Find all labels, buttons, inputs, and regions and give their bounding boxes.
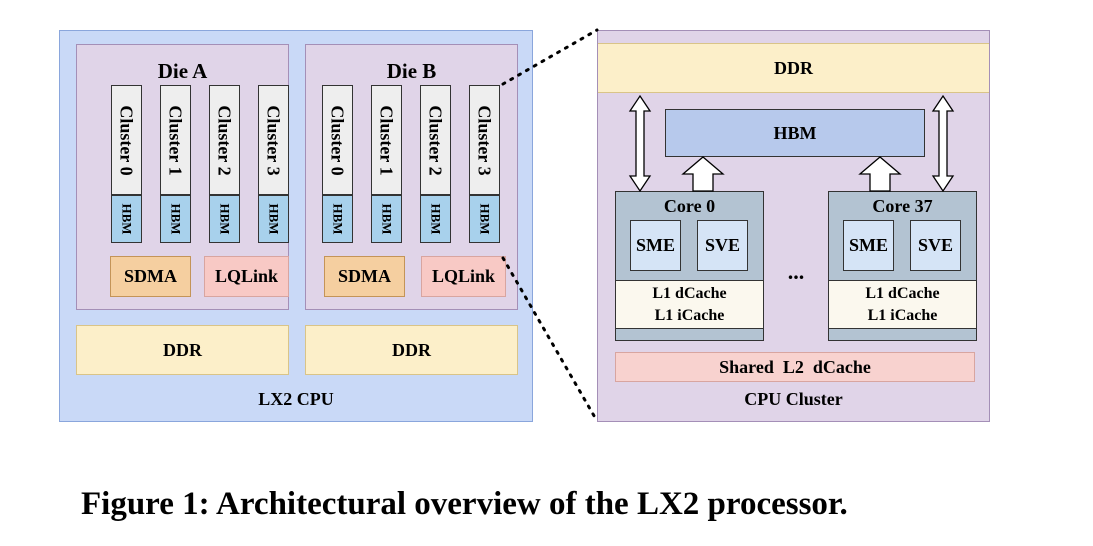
cluster-hbm: HBM xyxy=(111,195,142,243)
l1-icache-label: L1 iCache xyxy=(867,306,938,324)
lqlink-block: LQLink xyxy=(204,256,289,297)
l1-cache: L1 dCache L1 iCache xyxy=(616,280,763,329)
sme-unit: SME xyxy=(630,220,681,271)
lqlink-block: LQLink xyxy=(421,256,506,297)
sme-unit: SME xyxy=(843,220,894,271)
cluster-2: Cluster 2 xyxy=(420,85,451,195)
die-title: Die A xyxy=(157,59,208,83)
ddr-block: DDR xyxy=(305,325,518,375)
cluster-0: Cluster 0 xyxy=(111,85,142,195)
zoom-line-top xyxy=(501,28,599,86)
cluster-hbm: HBM xyxy=(209,195,240,243)
cluster-0: Cluster 0 xyxy=(322,85,353,195)
die-title: Die B xyxy=(386,59,437,83)
cluster-hbm: HBM xyxy=(469,195,500,243)
sdma-block: SDMA xyxy=(324,256,405,297)
core-0: Core 0 SME SVE L1 dCache L1 iCache xyxy=(615,191,764,341)
cluster-1: Cluster 1 xyxy=(160,85,191,195)
core-title: Core 37 xyxy=(872,196,933,216)
lx2-cpu-label: LX2 CPU xyxy=(258,389,334,409)
ellipsis: ... xyxy=(787,259,805,284)
die-b: Die B Cluster 0 Cluster 1 Cluster 2 Clus… xyxy=(305,44,518,310)
core-title: Core 0 xyxy=(663,196,716,216)
cluster-hbm: HBM xyxy=(160,195,191,243)
cluster-3: Cluster 3 xyxy=(469,85,500,195)
lx2-cpu-box: Die A Cluster 0 Cluster 1 Cluster 2 Clus… xyxy=(59,30,533,422)
hbm-block: HBM xyxy=(665,109,925,157)
cluster-hbm: HBM xyxy=(258,195,289,243)
arrow-up-icon xyxy=(858,156,902,192)
sve-unit: SVE xyxy=(910,220,961,271)
cluster-hbm: HBM xyxy=(322,195,353,243)
sve-unit: SVE xyxy=(697,220,748,271)
core-37: Core 37 SME SVE L1 dCache L1 iCache xyxy=(828,191,977,341)
l1-dcache-label: L1 dCache xyxy=(865,284,940,302)
cpu-cluster-box: DDR HBM Core 0 SME SVE L1 dCache L1 iCac… xyxy=(597,30,990,422)
ddr-block: DDR xyxy=(76,325,289,375)
cluster-hbm: HBM xyxy=(371,195,402,243)
cpu-cluster-label: CPU Cluster xyxy=(744,389,843,409)
l1-dcache-label: L1 dCache xyxy=(652,284,727,302)
double-arrow-icon xyxy=(931,94,955,193)
shared-l2-cache: Shared L2 dCache xyxy=(615,352,975,382)
die-a: Die A Cluster 0 Cluster 1 Cluster 2 Clus… xyxy=(76,44,289,310)
sdma-block: SDMA xyxy=(110,256,191,297)
l1-icache-label: L1 iCache xyxy=(654,306,725,324)
double-arrow-icon xyxy=(628,94,652,193)
arrow-up-icon xyxy=(681,156,725,192)
cluster-hbm: HBM xyxy=(420,195,451,243)
l1-cache: L1 dCache L1 iCache xyxy=(829,280,976,329)
cluster-3: Cluster 3 xyxy=(258,85,289,195)
zoom-line-bottom xyxy=(501,256,599,423)
figure-caption: Figure 1: Architectural overview of the … xyxy=(81,486,848,522)
cluster-1: Cluster 1 xyxy=(371,85,402,195)
cluster-2: Cluster 2 xyxy=(209,85,240,195)
ddr-block: DDR xyxy=(598,43,989,93)
